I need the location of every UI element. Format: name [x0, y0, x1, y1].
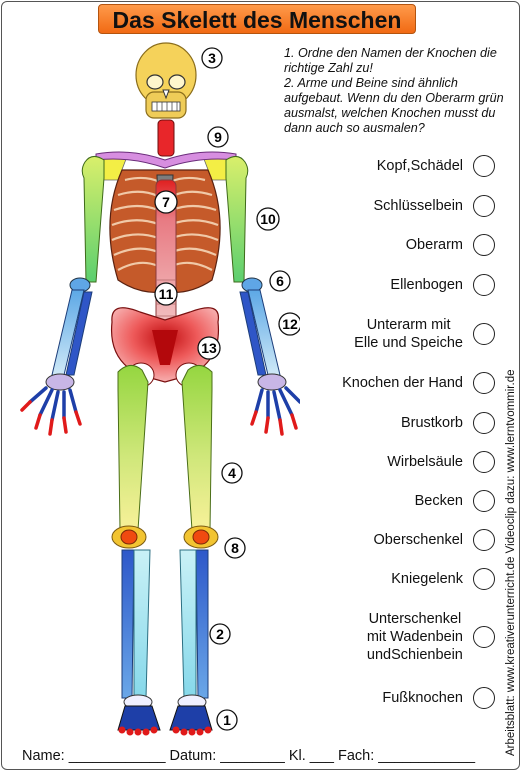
number-badge: 13	[197, 336, 221, 360]
svg-text:1: 1	[223, 712, 231, 728]
lower-leg	[121, 549, 209, 699]
answer-circle[interactable]	[473, 412, 495, 434]
answer-row: Schlüsselbein	[374, 195, 495, 217]
answer-label: Schlüsselbein	[373, 198, 463, 214]
answer-row: Unterschenkel mit Wadenbein undSchienbei…	[367, 610, 495, 664]
answer-label: Brustkorb	[400, 415, 463, 431]
answer-circle[interactable]	[473, 155, 495, 177]
answer-label: Oberarm	[405, 237, 463, 253]
svg-text:3: 3	[208, 50, 216, 66]
answer-circle[interactable]	[473, 626, 495, 648]
answer-row: Fußknochen	[382, 687, 495, 709]
answer-circle[interactable]	[473, 687, 495, 709]
humerus	[81, 156, 249, 283]
svg-text:12: 12	[282, 316, 298, 332]
answer-label: Fußknochen	[382, 690, 463, 706]
answer-row: Unterarm mit Elle und Speiche	[354, 316, 495, 352]
hand	[20, 373, 300, 436]
forearm	[51, 289, 281, 376]
credit-line: Arbeitsblatt: www.kreativerunterricht.de…	[505, 369, 517, 756]
answer-label: Unterarm mit Elle und Speiche	[354, 317, 463, 351]
number-badge: 12	[278, 312, 300, 336]
answer-label: Ellenbogen	[390, 277, 463, 293]
svg-text:13: 13	[201, 340, 217, 356]
page-title: Das Skelett des Menschen	[98, 4, 416, 34]
instruction-1: 1. Ordne den Namen der Knochen die richt…	[284, 46, 497, 75]
number-badge: 10	[256, 207, 280, 231]
number-badge: 9	[207, 126, 229, 148]
answer-row: Oberarm	[406, 234, 495, 256]
skull	[135, 42, 197, 119]
svg-text:11: 11	[159, 286, 174, 302]
svg-text:6: 6	[276, 273, 284, 289]
svg-text:9: 9	[214, 129, 222, 145]
answer-label: Kopf,Schädel	[376, 158, 463, 174]
answer-label: Becken	[414, 493, 463, 509]
answer-row: Brustkorb	[401, 412, 495, 434]
answer-label: Knochen der Hand	[342, 375, 463, 391]
answer-label: Unterschenkel mit Wadenbein undSchienbei…	[366, 611, 463, 663]
answer-circle[interactable]	[473, 568, 495, 590]
number-badge: 3	[201, 47, 223, 69]
svg-text:10: 10	[260, 211, 276, 227]
number-badge: 7	[154, 190, 178, 214]
number-badge: 11	[154, 282, 178, 306]
answer-circle[interactable]	[473, 274, 495, 296]
answer-circle[interactable]	[473, 372, 495, 394]
svg-text:8: 8	[231, 540, 239, 556]
number-badge: 4	[221, 462, 243, 484]
svg-text:2: 2	[216, 626, 224, 642]
answer-label: Wirbelsäule	[387, 454, 463, 470]
answer-row: Kopf,Schädel	[377, 155, 495, 177]
number-badge: 2	[209, 623, 231, 645]
number-badge: 6	[269, 270, 291, 292]
answer-row: Kniegelenk	[391, 568, 495, 590]
number-badges: 1 2 3 4 5 6 7 8 9 10 11 12 13	[154, 47, 300, 731]
answer-row: Ellenbogen	[390, 274, 495, 296]
answer-circle[interactable]	[473, 195, 495, 217]
answer-row: Wirbelsäule	[387, 451, 495, 473]
number-badge: 1	[216, 709, 238, 731]
svg-text:7: 7	[162, 194, 170, 210]
instructions: 1. Ordne den Namen der Knochen die richt…	[284, 46, 512, 136]
answer-row: Knochen der Hand	[342, 372, 495, 394]
answer-circle[interactable]	[473, 490, 495, 512]
femur	[117, 365, 213, 531]
number-badge: 8	[224, 537, 246, 559]
knee	[111, 525, 219, 549]
foot	[117, 694, 213, 736]
answer-label: Oberschenkel	[373, 532, 463, 548]
footer-fields: Name: ____________ Datum: ________ Kl. _…	[22, 748, 476, 764]
skeleton-illustration: 1 2 3 4 5 6 7 8 9 10 11 12 13	[20, 42, 300, 736]
neck-vertebrae	[157, 119, 175, 157]
svg-text:4: 4	[228, 465, 236, 481]
answer-circle[interactable]	[473, 234, 495, 256]
answer-row: Oberschenkel	[374, 529, 495, 551]
answer-circle[interactable]	[473, 529, 495, 551]
answer-row: Becken	[415, 490, 495, 512]
answer-circle[interactable]	[473, 451, 495, 473]
answer-circle[interactable]	[473, 323, 495, 345]
answer-label: Kniegelenk	[391, 571, 463, 587]
instruction-2: 2. Arme und Beine sind ähnlich aufgebaut…	[284, 76, 504, 135]
